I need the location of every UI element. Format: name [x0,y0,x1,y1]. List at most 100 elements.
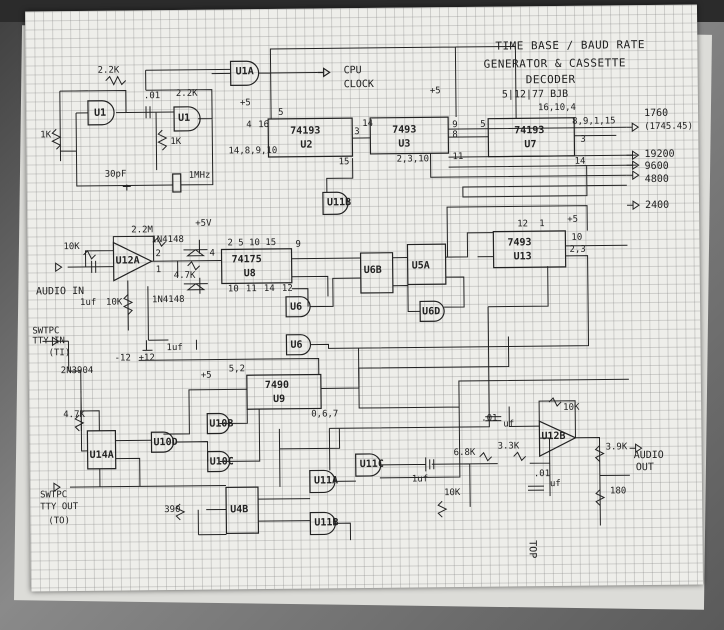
pins-u7-right: 8,9,1,15 [572,116,616,127]
chip-u12a: U12A [115,255,140,267]
pin-u8-10: 10 [227,284,239,295]
signal-2400: 2400 [644,199,670,212]
tty-out-label-1: SWTPC [39,490,68,501]
pin-u2-15: 15 [338,157,350,168]
part-d2: 1N4148 [151,294,185,306]
part-v5c: +5 [429,86,441,97]
schematic-wiring [42,45,643,541]
audio-out-label-2: OUT [635,461,654,474]
u11b-top-gate [322,191,349,216]
pin-u13-12: 12 [517,219,529,230]
pin-u8-12: 12 [281,283,293,294]
part-r68k: 6.8K [453,447,476,459]
u10c-gate [206,450,231,473]
u10d-gate [150,431,175,453]
pin-u13-10: 10 [571,232,583,243]
part-c01b: .01 [481,413,498,424]
pin-u2-3: 3 [354,127,360,138]
pin-u8-9: 9 [295,239,301,250]
part-v5b: +5 [239,98,251,109]
part-r33k: 3.3K [497,441,520,452]
chip-u12b: U12B [541,430,566,443]
chip-u2-part: 74193 [290,125,321,137]
signal-1760: 1760 [644,107,669,120]
u8-box [220,248,293,285]
part-v12b: +12 [138,353,155,364]
pins-u9-top: 5,2 [228,364,246,375]
part-c1ufd: uf [549,478,561,490]
u14a-box [86,430,117,470]
chip-u6-a: U6 [290,301,303,313]
chip-u10d: U10D [153,436,178,449]
chip-u8-part: 74175 [231,254,262,266]
wires-resistors [51,75,606,521]
pin-u8-11: 11 [245,284,257,295]
u11b-gate [309,511,336,536]
part-r10ka: 10K [63,241,80,253]
pins-u9-right: 0,6,7 [311,409,339,420]
u6-gate-b [285,334,312,356]
u6-gate-a [285,296,311,318]
pin-u3-14: 14 [362,118,374,130]
pin-u12a-1: 1 [155,265,162,276]
u12a-opamp [112,241,153,282]
tty-in-label-2: TTY IN [32,336,66,347]
chip-u11b-top: U11B [326,197,352,209]
u6d-gate [419,300,445,323]
part-r10kd: 10K [563,402,580,413]
title-line-2: GENERATOR & CASSETTE [483,56,627,71]
pin-u2-16: 16 [258,119,270,131]
u10b-gate [206,412,230,435]
chip-u1-left: U1 [93,107,107,119]
pin-u8-4: 4 [209,248,216,259]
part-c01a: .01 [143,91,161,102]
wires-cassette-out [69,400,630,541]
u4b-box [225,486,260,535]
pins-u2-left: 14,8,9,10 [228,145,278,157]
part-r39k: 3.9K [605,442,628,453]
wires-caps-diodes [91,106,545,491]
wires-bus-long [278,266,629,487]
signal-1745: (1745.45) [644,121,694,133]
graph-paper-sheet: TIME BASE / BAUD RATE GENERATOR & CASSET… [24,4,704,592]
signal-19200: 19200 [644,148,675,161]
chip-u1a: U1A [235,66,254,78]
chip-u6-b: U6 [290,339,303,351]
chip-u11a: U11A [313,475,339,487]
pin-u7-3: 3 [580,134,586,145]
u3-box [369,116,450,155]
wires-u8-logic [291,205,628,349]
pin-u3-11: 11 [452,151,464,163]
tty-in-label-1: SWTPC [32,326,60,337]
chip-u13: U13 [513,251,532,263]
part-r1kb: 1K [170,136,182,148]
pins-u8-top: 2 5 10 15 [227,237,277,249]
chip-u11c: U11C [359,458,384,471]
pins-u7-top: 16,10,4 [537,102,577,114]
part-r390: 390 [164,504,181,516]
u11c-gate [355,453,382,477]
pin-u3-9: 9 [452,120,458,131]
part-r47ka: 4.7K [173,270,196,281]
audio-in-label: AUDIO IN [35,285,85,298]
chip-u7: U7 [524,139,537,151]
chip-u3: U3 [398,138,411,150]
pin-u13-1: 1 [539,219,545,230]
chip-u10c: U10C [209,456,234,468]
pin-u12a-2: 2 [155,249,162,260]
part-r1ka: 1K [40,130,52,141]
part-c30pf: 30pF [104,169,127,180]
chip-u7-part: 74193 [514,125,545,137]
u7-box [487,117,576,158]
part-c01c: .01 [533,469,551,480]
u1a-out-arrow [317,67,331,78]
part-c1ufc: uf [503,419,515,430]
u1-gate-right [173,106,201,132]
chip-u2: U2 [300,139,313,151]
part-c1uf: 1uf [79,297,97,308]
chip-u6d: U6D [422,306,441,318]
pins-u3: 2,3,10 [396,154,430,165]
u1a-gate [229,60,260,86]
part-r22m: 2.2M [131,225,154,236]
